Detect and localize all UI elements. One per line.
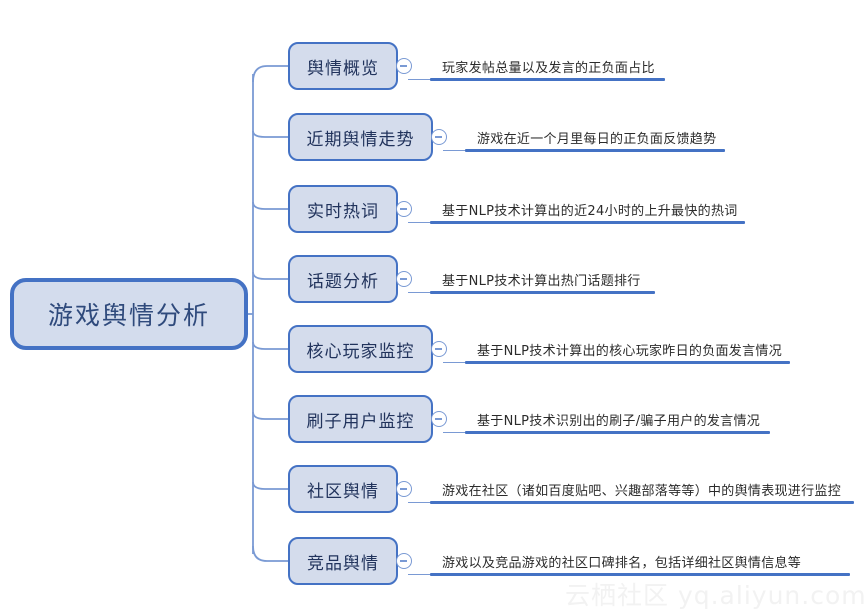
connector-stub bbox=[408, 78, 432, 80]
connector-stub bbox=[408, 501, 432, 503]
minus-circle-icon[interactable] bbox=[396, 271, 412, 287]
branch-node-5[interactable]: 核心玩家监控 bbox=[288, 325, 433, 373]
branch-description-5: 基于NLP技术计算出的核心玩家昨日的负面发言情况 bbox=[443, 325, 790, 373]
branch-underline bbox=[430, 573, 850, 576]
connector-stub bbox=[408, 573, 432, 575]
branch-description-text: 游戏在近一个月里每日的正负面反馈趋势 bbox=[477, 132, 717, 147]
branch-node-7[interactable]: 社区舆情 bbox=[288, 465, 398, 513]
branch-underline bbox=[430, 221, 745, 224]
branch-node-label: 社区舆情 bbox=[307, 481, 379, 502]
branch-node-label: 核心玩家监控 bbox=[306, 341, 415, 362]
connector-stub bbox=[443, 431, 467, 433]
branch-description-1: 玩家发帖总量以及发言的正负面占比 bbox=[408, 42, 665, 90]
branch-description-text: 游戏以及竞品游戏的社区口碑排名，包括详细社区舆情信息等 bbox=[442, 556, 802, 571]
minus-circle-icon[interactable] bbox=[396, 58, 412, 74]
minus-circle-icon[interactable] bbox=[396, 553, 412, 569]
branch-node-3[interactable]: 实时热词 bbox=[288, 185, 398, 233]
branch-underline bbox=[465, 149, 725, 152]
branch-description-7: 游戏在社区（诸如百度贴吧、兴趣部落等等）中的舆情表现进行监控 bbox=[408, 465, 854, 513]
minus-circle-icon[interactable] bbox=[396, 201, 412, 217]
connector-stub bbox=[408, 291, 432, 293]
connector-stub bbox=[408, 221, 432, 223]
branch-description-6: 基于NLP技术识别出的刷子/骗子用户的发言情况 bbox=[443, 395, 770, 443]
branch-node-6[interactable]: 刷子用户监控 bbox=[288, 395, 433, 443]
branch-underline bbox=[430, 291, 655, 294]
branch-node-label: 舆情概览 bbox=[307, 58, 379, 79]
root-node[interactable]: 游戏舆情分析 bbox=[10, 278, 248, 350]
root-node-label: 游戏舆情分析 bbox=[47, 301, 210, 330]
branch-description-4: 基于NLP技术计算出热门话题排行 bbox=[408, 255, 655, 303]
connector-stub bbox=[443, 149, 467, 151]
minus-circle-icon[interactable] bbox=[431, 129, 447, 145]
branch-description-text: 游戏在社区（诸如百度贴吧、兴趣部落等等）中的舆情表现进行监控 bbox=[442, 484, 842, 499]
branch-node-2[interactable]: 近期舆情走势 bbox=[288, 113, 433, 161]
branch-node-label: 竞品舆情 bbox=[307, 553, 379, 574]
branch-underline bbox=[465, 361, 790, 364]
branch-underline bbox=[430, 78, 665, 81]
minus-circle-icon[interactable] bbox=[431, 411, 447, 427]
branch-node-label: 刷子用户监控 bbox=[306, 411, 415, 432]
branch-description-text: 基于NLP技术计算出的近24小时的上升最快的热词 bbox=[442, 204, 738, 219]
branch-description-2: 游戏在近一个月里每日的正负面反馈趋势 bbox=[443, 113, 725, 161]
branch-node-label: 实时热词 bbox=[307, 201, 379, 222]
branch-node-8[interactable]: 竞品舆情 bbox=[288, 537, 398, 585]
branch-node-label: 近期舆情走势 bbox=[306, 129, 415, 150]
branch-underline bbox=[430, 501, 854, 504]
branch-description-text: 玩家发帖总量以及发言的正负面占比 bbox=[442, 61, 655, 76]
branch-node-4[interactable]: 话题分析 bbox=[288, 255, 398, 303]
branch-description-8: 游戏以及竞品游戏的社区口碑排名，包括详细社区舆情信息等 bbox=[408, 537, 850, 585]
branch-description-text: 基于NLP技术识别出的刷子/骗子用户的发言情况 bbox=[477, 414, 761, 429]
minus-circle-icon[interactable] bbox=[396, 481, 412, 497]
branch-node-label: 话题分析 bbox=[307, 271, 379, 292]
branch-description-3: 基于NLP技术计算出的近24小时的上升最快的热词 bbox=[408, 185, 745, 233]
watermark: 云栖社区 yq.aliyun.com bbox=[565, 581, 866, 610]
branch-node-1[interactable]: 舆情概览 bbox=[288, 42, 398, 90]
branch-description-text: 基于NLP技术计算出热门话题排行 bbox=[442, 274, 641, 289]
branch-description-text: 基于NLP技术计算出的核心玩家昨日的负面发言情况 bbox=[477, 344, 783, 359]
branch-underline bbox=[465, 431, 770, 434]
minus-circle-icon[interactable] bbox=[431, 341, 447, 357]
connector-stub bbox=[443, 361, 467, 363]
